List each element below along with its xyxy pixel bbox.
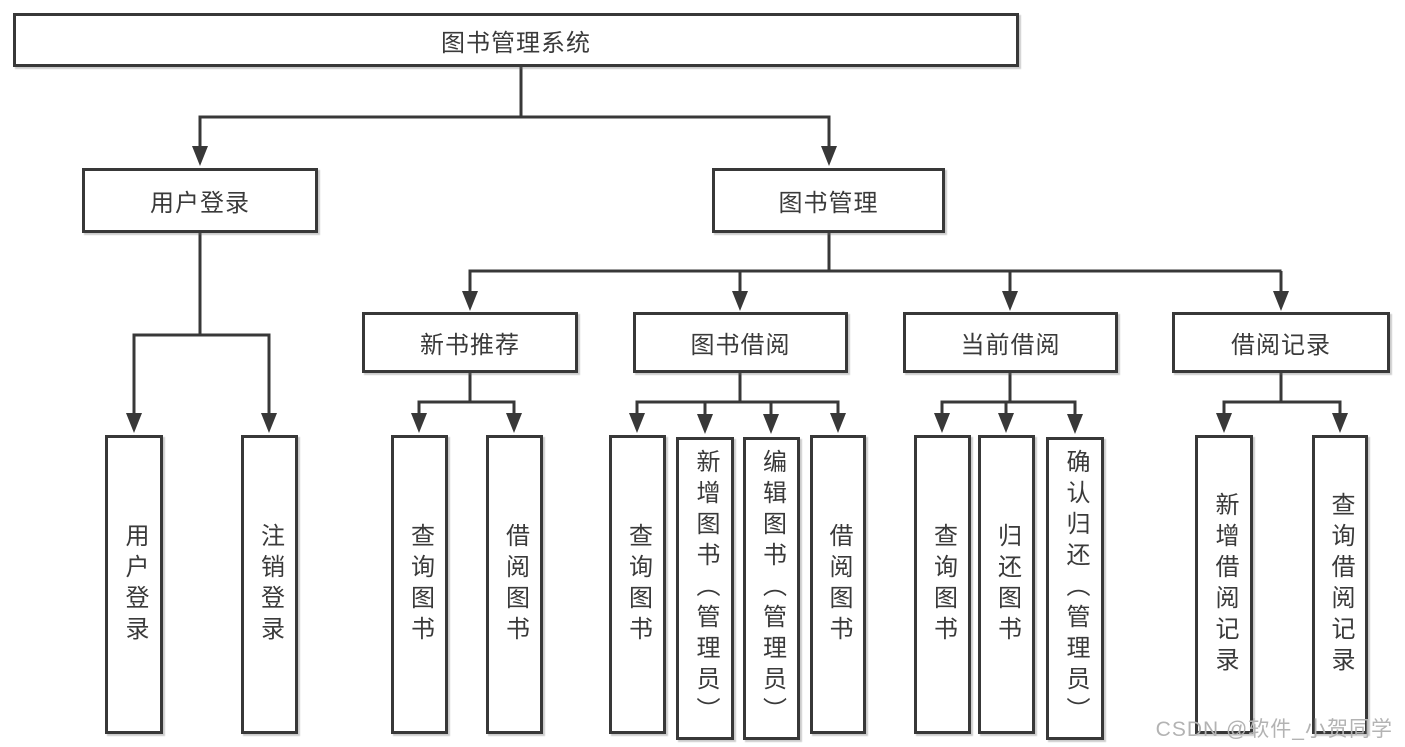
connector-newbook-branch [411,373,522,433]
leaf-add-book-admin: 新增图书（管理员） [676,437,734,740]
leaf-query-book-current: 查询图书 [914,435,971,734]
node-book-management: 图书管理 [712,168,945,233]
csdn-watermark: CSDN @软件_小贺同学 [1155,718,1393,741]
leaf-logout: 注销登录 [241,435,298,734]
node-current-borrow: 当前借阅 [903,312,1118,373]
leaf-query-borrow-record: 查询借阅记录 [1312,435,1368,734]
node-borrow-record: 借阅记录 [1172,312,1390,373]
node-book-borrow: 图书借阅 [633,312,848,373]
connector-root-to-level2 [192,66,837,166]
leaf-user-login: 用户登录 [105,435,163,734]
connector-login-branch [126,233,277,433]
leaf-add-borrow-record: 新增借阅记录 [1195,435,1253,734]
connector-current-branch [934,373,1083,434]
leaf-borrow-book: 借阅图书 [810,435,866,734]
leaf-borrow-book-recommend: 借阅图书 [486,435,543,734]
node-new-book-recommend: 新书推荐 [362,312,578,373]
connector-management-branch [462,233,1289,311]
leaf-edit-book-admin: 编辑图书（管理员） [743,437,800,740]
leaf-query-book-recommend: 查询图书 [391,435,448,734]
node-library-system: 图书管理系统 [13,13,1019,67]
connector-borrow-branch [629,373,846,434]
leaf-confirm-return-admin: 确认归还（管理员） [1046,437,1104,740]
leaf-return-book: 归还图书 [978,435,1035,734]
node-user-login: 用户登录 [82,168,318,233]
leaf-query-book-borrow: 查询图书 [609,435,666,734]
connector-record-branch [1216,373,1348,433]
